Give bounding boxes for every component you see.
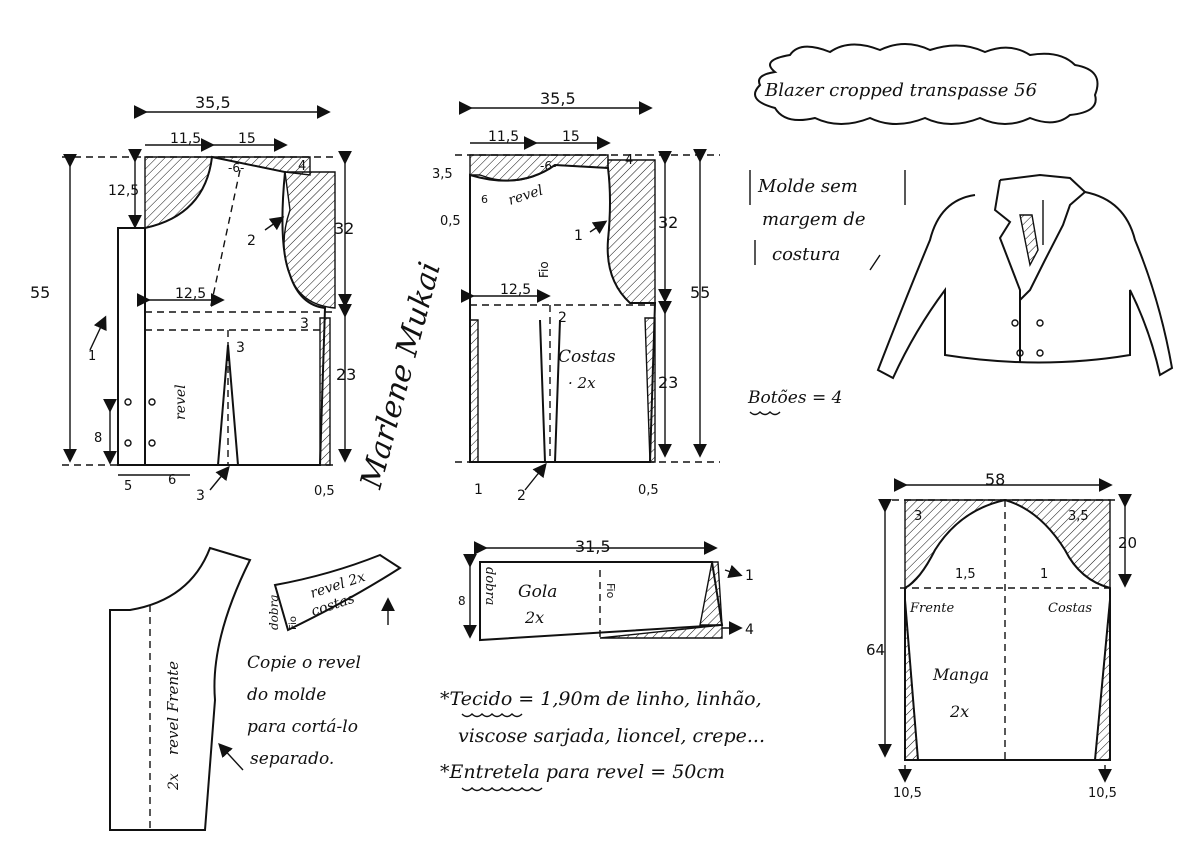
front-lower-height: 23 — [336, 365, 356, 384]
back-hem-extension: 0,5 — [638, 483, 659, 498]
sleeve-width: 58 — [985, 470, 1005, 489]
collar-piece: 31,5 Gola 2x dobra 8 Fio 1 4 — [458, 537, 754, 642]
back-shoulder-b: 15 — [562, 129, 580, 145]
fabric-note-line-1: *Tecido = 1,90m de linho, linhão, — [440, 688, 762, 710]
front-facing-label: revel Frente — [164, 661, 182, 755]
sleeve-back-curve: 1 — [1040, 567, 1048, 582]
copy-note: Copie o revel do molde para cortá-lo sep… — [218, 653, 361, 771]
back-bodice: 35,5 11,5 15 -6- 4 3,5 6 0,5 revel 1 32 … — [432, 89, 720, 504]
front-armhole-height: 32 — [334, 219, 354, 238]
copy-note-line-2: do molde — [247, 685, 326, 705]
back-count: · 2x — [568, 374, 596, 392]
sleeve-hem-left: 10,5 — [893, 786, 922, 801]
sleeve-count: 2x — [949, 702, 969, 721]
copy-note-line-4: separado. — [250, 749, 334, 769]
sleeve-back-label: Costas — [1048, 601, 1092, 616]
back-hem-left: 1 — [474, 482, 483, 498]
fabric-note-line-2: viscose sarjada, lioncel, crepe... — [458, 725, 765, 747]
back-revel-label: revel — [506, 183, 545, 209]
seam-note: Molde sem margem de costura — [749, 170, 906, 271]
back-label: Costas — [558, 347, 616, 367]
sleeve-piece: 58 20 64 Frente Costas Manga 2x 3 3,5 1,… — [866, 470, 1137, 801]
sleeve-hem-right: 10,5 — [1088, 786, 1117, 801]
back-neck-depth: 3,5 — [432, 167, 453, 182]
copy-note-line-1: Copie o revel — [247, 653, 361, 673]
front-facing-piece: revel Frente 2x — [109, 546, 252, 831]
back-facing-piece: revel 2x costas dobra Fio — [267, 553, 402, 632]
back-shoulder-drop: 4 — [625, 153, 633, 168]
sleeve-total-height: 64 — [866, 641, 885, 659]
sleeve-front-cap: 3 — [914, 509, 922, 524]
sleeve-front-curve: 1,5 — [955, 567, 976, 582]
seam-note-line-1: Molde sem — [757, 176, 858, 197]
signature: Marlene Mukai — [354, 258, 448, 493]
back-facing-fio: Fio — [288, 616, 299, 630]
front-button-spacing: 8 — [94, 431, 102, 446]
back-total-height: 55 — [690, 283, 710, 302]
collar-right-top: 1 — [745, 568, 754, 584]
collar-fold: dobra — [482, 567, 497, 605]
back-armhole-height: 32 — [658, 213, 678, 232]
front-width: 35,5 — [195, 93, 231, 112]
back-shoulder-c: -6- — [540, 159, 556, 173]
front-bodice: 35,5 11,5 15 -6- 4 12,5 2 32 55 12,5 3 3… — [30, 93, 356, 504]
back-waist-width: 12,5 — [500, 282, 531, 298]
back-facing-fold: dobra — [267, 595, 281, 630]
collar-fio: Fio — [604, 583, 617, 599]
collar-height: 8 — [458, 594, 466, 608]
front-edge-b: 6 — [168, 473, 176, 488]
front-neck-depth: 12,5 — [108, 183, 139, 199]
seam-note-line-2: margem de — [762, 209, 866, 230]
back-dart-bottom: 2 — [517, 488, 526, 504]
front-edge-a: 5 — [124, 479, 132, 494]
blazer-sketch — [876, 173, 1174, 380]
front-shoulder-b: 15 — [238, 131, 256, 147]
button-icon — [1036, 349, 1044, 357]
front-shoulder-drop: 4 — [298, 159, 306, 174]
front-total-height: 55 — [30, 283, 50, 302]
front-shoulder-a: 11,5 — [170, 131, 201, 147]
back-armhole-dart: 1 — [574, 228, 583, 244]
buttons-count: Botões = 4 — [747, 388, 842, 408]
back-shoulder-a: 11,5 — [488, 129, 519, 145]
front-dart-top: 3 — [236, 340, 245, 356]
sleeve-back-cap: 3,5 — [1068, 509, 1089, 524]
copy-note-line-3: para cortá-lo — [247, 717, 358, 737]
seam-note-line-3: costura — [772, 244, 840, 265]
front-armhole-dart: 2 — [247, 233, 256, 249]
front-revel-label: revel — [173, 384, 189, 420]
collar-right-bottom: 4 — [745, 622, 754, 638]
back-fio: Fio — [537, 261, 551, 278]
back-dart-top: 2 — [558, 310, 567, 326]
sleeve-cap-height: 20 — [1118, 534, 1137, 552]
sleeve-front-label: Frente — [909, 601, 955, 616]
front-waist-offset: 3 — [300, 316, 309, 332]
back-neck-small: 6 — [481, 193, 488, 206]
button-icon — [1016, 349, 1024, 357]
front-shoulder-c: -6- — [228, 161, 244, 175]
title-cloud: Blazer cropped transpasse 56 — [754, 43, 1099, 125]
front-dart-bottom: 3 — [196, 488, 205, 504]
front-facing-count: 2x — [166, 773, 182, 791]
sleeve-label: Manga — [932, 665, 989, 684]
back-neck-offset: 0,5 — [440, 214, 461, 229]
button-icon — [1011, 319, 1019, 327]
front-waist-width: 12,5 — [175, 286, 206, 302]
page-title: Blazer cropped transpasse 56 — [764, 80, 1037, 101]
back-lower-height: 23 — [658, 373, 678, 392]
collar-width: 31,5 — [575, 537, 611, 556]
fabric-note: *Tecido = 1,90m de linho, linhão, viscos… — [440, 688, 765, 792]
collar-label: Gola — [518, 582, 557, 602]
front-hem-extension: 0,5 — [314, 484, 335, 499]
collar-count: 2x — [524, 608, 544, 627]
button-icon — [1036, 319, 1044, 327]
back-width: 35,5 — [540, 89, 576, 108]
front-lapel-arrow: 1 — [88, 349, 96, 364]
fabric-note-line-3: *Entretela para revel = 50cm — [440, 761, 725, 783]
